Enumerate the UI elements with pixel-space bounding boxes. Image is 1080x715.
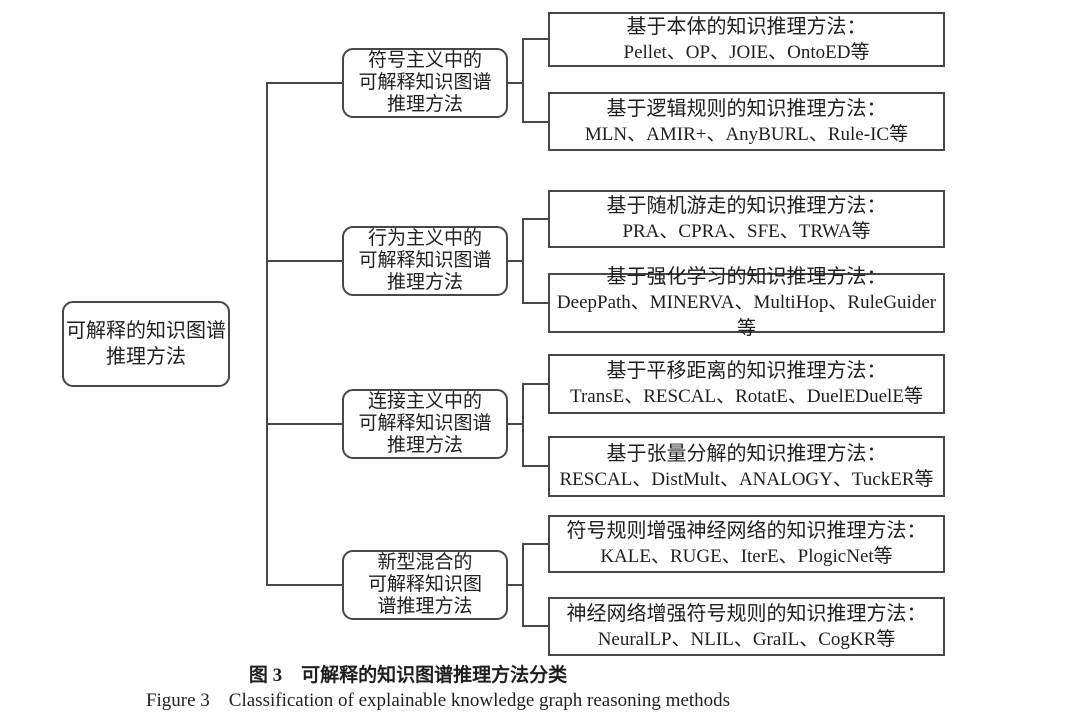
connector-group1-leaf1 <box>522 38 548 40</box>
connector-branch-1 <box>267 82 343 84</box>
leaf-methods: MLN、AMIR+、AnyBURL、Rule-IC等 <box>584 123 909 145</box>
connector-group4-leaf1 <box>522 543 548 545</box>
leaf-node-ontology: 基于本体的知识推理方法： Pellet、OP、JOIE、OntoED等 <box>548 12 945 67</box>
connector-group2-bracket <box>522 218 524 304</box>
connector-group3-bracket <box>522 383 524 467</box>
branch-node-connectionism: 连接主义中的 可解释知识图谱 推理方法 <box>342 389 508 459</box>
connector-branch-2 <box>267 260 343 262</box>
leaf-title: 基于张量分解的知识推理方法： <box>606 442 887 465</box>
leaf-methods: TransE、RESCAL、RotatE、DuelEDuelE等 <box>570 386 923 407</box>
leaf-methods: DeepPath、MINERVA、MultiHop、RuleGuider等 <box>556 292 937 339</box>
connector-group3-leaf1 <box>522 383 548 385</box>
connector-group2-leaf2 <box>522 302 548 304</box>
figure-caption-zh: 图 3 可解释的知识图谱推理方法分类 <box>248 665 568 686</box>
connector-group4-stem <box>506 584 524 586</box>
connector-group1-stem <box>506 82 524 84</box>
branch-node-symbolism: 符号主义中的 可解释知识图谱 推理方法 <box>342 48 508 118</box>
connector-trunk <box>266 82 268 586</box>
leaf-title: 基于逻辑规则的知识推理方法： <box>606 97 887 120</box>
connector-group1-bracket <box>522 38 524 123</box>
leaf-title: 符号规则增强神经网络的知识推理方法： <box>566 520 927 542</box>
leaf-node-nn-enhance-rules: 神经网络增强符号规则的知识推理方法： NeuralLP、NLIL、GraIL、C… <box>548 597 945 656</box>
connector-branch-4 <box>267 584 343 586</box>
connector-group2-stem <box>506 260 524 262</box>
connector-group4-bracket <box>522 543 524 627</box>
leaf-methods: KALE、RUGE、IterE、PlogicNet等 <box>600 546 893 567</box>
leaf-title: 神经网络增强符号规则的知识推理方法： <box>566 602 927 625</box>
leaf-methods: NeuralLP、NLIL、GraIL、CogKR等 <box>597 628 896 650</box>
root-node: 可解释的知识图谱 推理方法 <box>62 301 230 387</box>
leaf-node-tensor-decomposition: 基于张量分解的知识推理方法： RESCAL、DistMult、ANALOGY、T… <box>548 436 945 497</box>
connector-group2-leaf1 <box>522 218 548 220</box>
leaf-node-translation-distance: 基于平移距离的知识推理方法： TransE、RESCAL、RotatE、Duel… <box>548 354 945 414</box>
connector-group3-stem <box>506 423 524 425</box>
connector-branch-3 <box>267 423 343 425</box>
connector-group3-leaf2 <box>522 465 548 467</box>
leaf-node-random-walk: 基于随机游走的知识推理方法： PRA、CPRA、SFE、TRWA等 <box>548 190 945 248</box>
leaf-methods: PRA、CPRA、SFE、TRWA等 <box>622 221 871 242</box>
leaf-node-logic-rules: 基于逻辑规则的知识推理方法： MLN、AMIR+、AnyBURL、Rule-IC… <box>548 92 945 151</box>
branch-node-hybrid: 新型混合的 可解释知识图 谱推理方法 <box>342 550 508 620</box>
leaf-node-rules-enhance-nn: 符号规则增强神经网络的知识推理方法： KALE、RUGE、IterE、Plogi… <box>548 515 945 573</box>
leaf-title: 基于本体的知识推理方法： <box>626 15 867 38</box>
branch-node-behaviorism: 行为主义中的 可解释知识图谱 推理方法 <box>342 226 508 296</box>
leaf-title: 基于平移距离的知识推理方法： <box>606 360 887 382</box>
leaf-methods: RESCAL、DistMult、ANALOGY、TuckER等 <box>559 468 934 490</box>
connector-group4-leaf2 <box>522 625 548 627</box>
leaf-title: 基于强化学习的知识推理方法： <box>606 266 887 288</box>
connector-group1-leaf2 <box>522 121 548 123</box>
figure-caption-en: Figure 3 Classification of explainable k… <box>145 690 731 711</box>
leaf-methods: Pellet、OP、JOIE、OntoED等 <box>623 41 870 63</box>
leaf-node-reinforcement-learning: 基于强化学习的知识推理方法： DeepPath、MINERVA、MultiHop… <box>548 266 945 339</box>
leaf-title: 基于随机游走的知识推理方法： <box>606 195 887 217</box>
